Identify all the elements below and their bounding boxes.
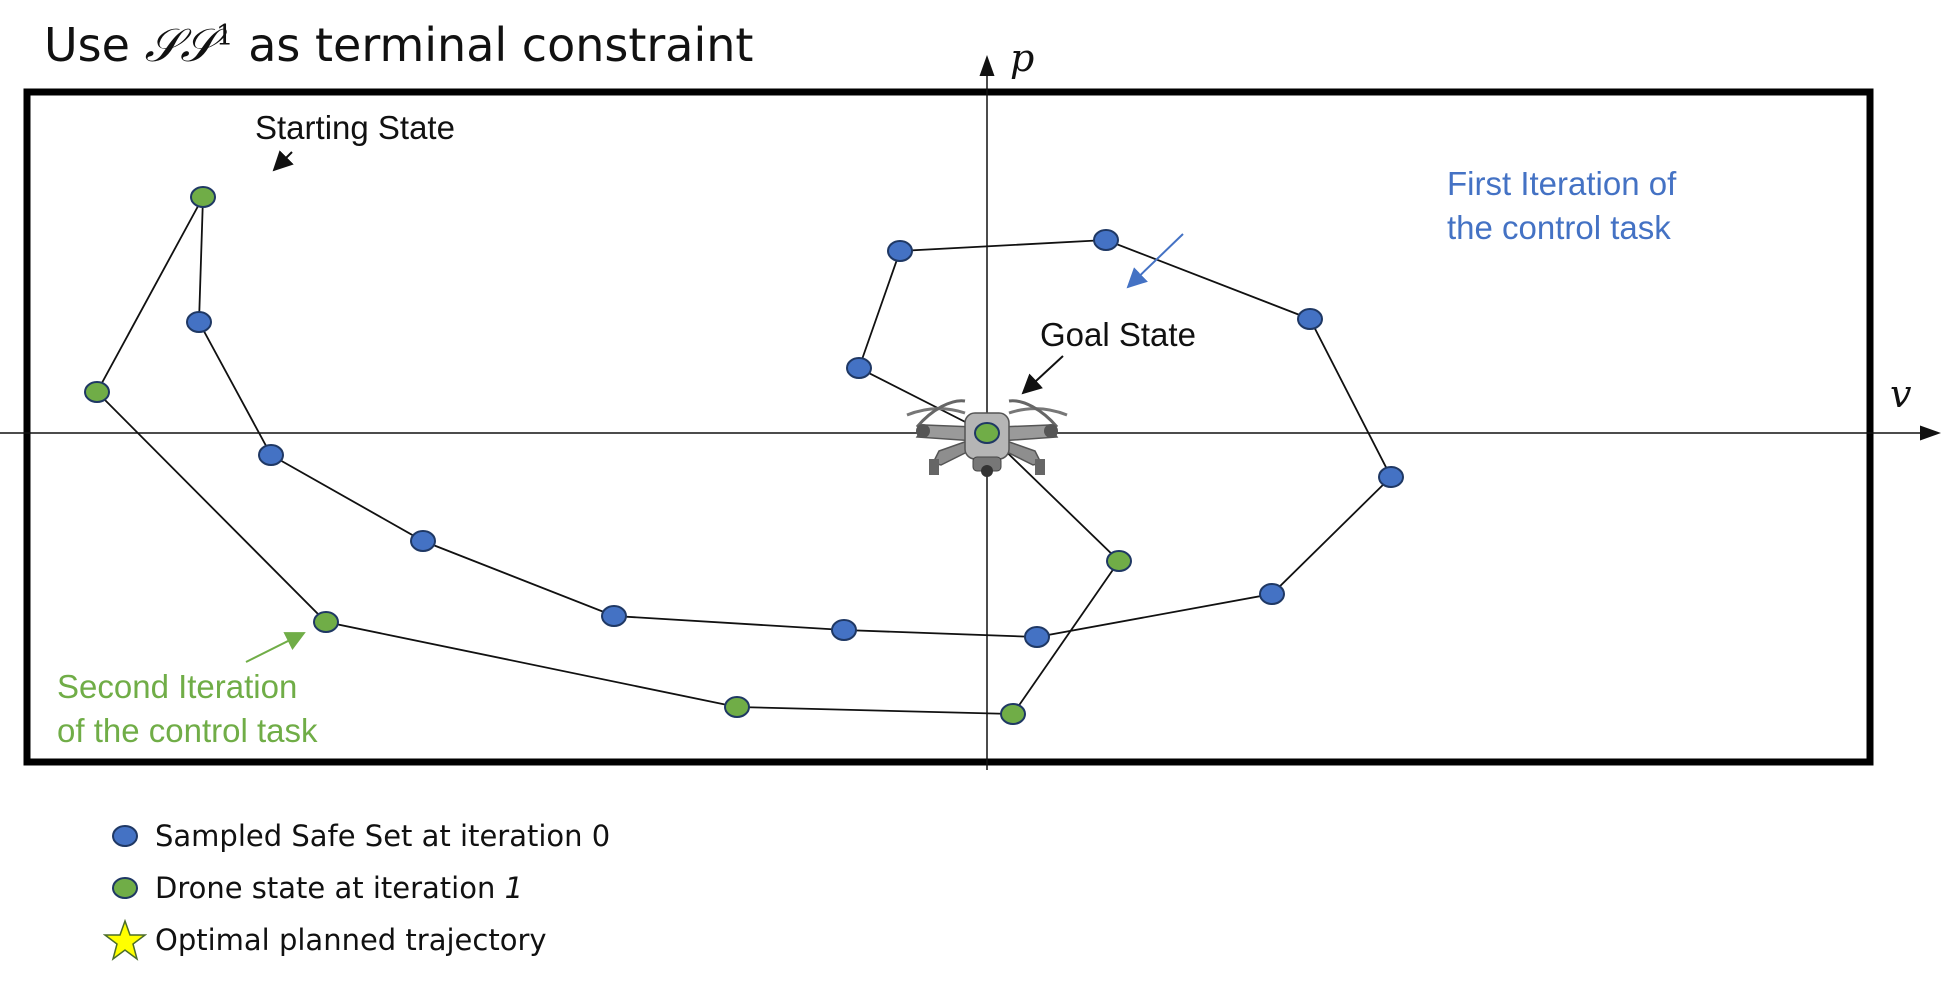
safe-set-node-1 — [258, 444, 284, 466]
green-dot-icon — [95, 868, 155, 908]
safe-set-node-7 — [1378, 466, 1404, 488]
safe-set-node-9 — [1093, 229, 1119, 251]
goal-state-node — [974, 422, 1000, 444]
legend-item-drone-state: Drone state at iteration 1 — [95, 862, 610, 914]
drone-state-node-0 — [190, 186, 216, 208]
safe-set-node-8 — [1297, 308, 1323, 330]
legend-item-optimal-trajectory: Optimal planned trajectory — [95, 914, 610, 966]
diagram-title: Use 𝒮𝒮1 as terminal constraint — [44, 18, 753, 74]
safe-set-node-11 — [846, 357, 872, 379]
title-prefix: Use — [44, 18, 130, 72]
second-iteration-line1: Second Iteration — [57, 668, 298, 705]
legend-drone-state-prefix: Drone state at iteration — [155, 871, 496, 905]
drone-state-node-5 — [1106, 550, 1132, 572]
title-superscript: 1 — [215, 18, 234, 52]
drone-state-node-4 — [1000, 703, 1026, 725]
legend-item-safe-set: Sampled Safe Set at iteration 0 — [95, 810, 610, 862]
safe-set-node-10 — [887, 240, 913, 262]
legend-optimal-trajectory-text: Optimal planned trajectory — [155, 923, 547, 957]
p-axis-label: p — [1010, 36, 1035, 80]
legend-safe-set-text: Sampled Safe Set at iteration 0 — [155, 819, 611, 853]
title-symbol: 𝒮𝒮 — [144, 18, 216, 72]
state-nodes — [84, 186, 1404, 725]
safe-set-node-6 — [1259, 583, 1285, 605]
title-suffix: as terminal constraint — [248, 18, 754, 72]
goal-arrow — [1021, 355, 1064, 395]
start-arrow — [272, 150, 294, 172]
second-iteration-trajectory-line — [95, 196, 1121, 715]
safe-set-node-4 — [831, 619, 857, 641]
first-iteration-label: First Iteration of the control task — [1447, 162, 1676, 250]
drone-state-node-3 — [724, 696, 750, 718]
first-iteration-line2: the control task — [1447, 209, 1671, 246]
safe-set-node-0 — [186, 311, 212, 333]
first-iteration-line1: First Iteration of — [1447, 165, 1677, 202]
first-iteration-trajectory-line — [198, 196, 1393, 638]
star-icon — [95, 919, 155, 961]
safe-set-node-2 — [410, 530, 436, 552]
trajectory-lines — [95, 196, 1393, 715]
blue-dot-icon — [95, 816, 155, 856]
first-iteration-arrow — [1126, 233, 1184, 289]
safe-set-node-5 — [1024, 626, 1050, 648]
v-axis-label: v — [1890, 372, 1912, 416]
drone-state-node-2 — [313, 611, 339, 633]
safe-set-node-3 — [601, 605, 627, 627]
goal-state-label: Goal State — [1040, 316, 1196, 353]
legend-drone-state-text: Drone state at iteration 1 — [155, 871, 523, 905]
state-space-frame — [23, 88, 1874, 766]
legend-drone-state-iter: 1 — [504, 871, 524, 905]
drone-state-node-1 — [84, 381, 110, 403]
legend: Sampled Safe Set at iteration 0 Drone st… — [95, 810, 610, 966]
second-iteration-line2: of the control task — [57, 712, 318, 749]
second-iteration-label: Second Iteration of the control task — [57, 665, 317, 753]
second-iteration-arrow — [245, 632, 306, 663]
starting-state-label: Starting State — [255, 109, 455, 146]
